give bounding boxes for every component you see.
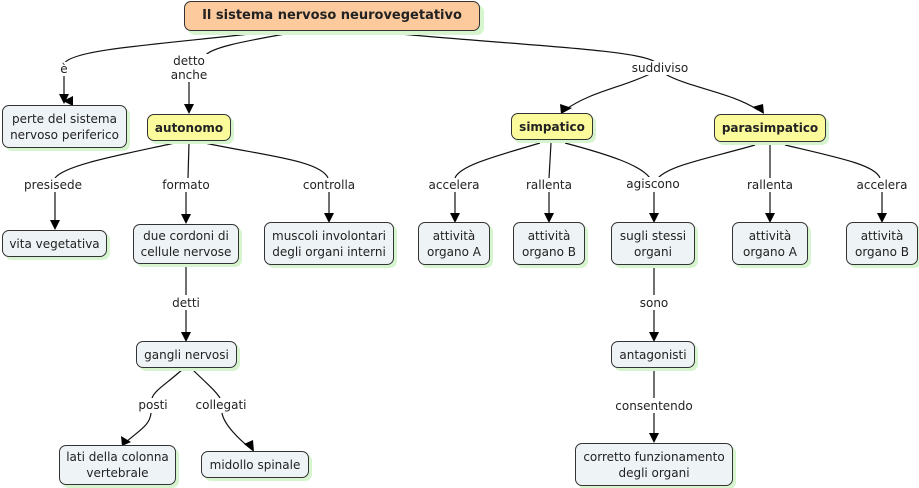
link-line-detto <box>204 33 286 57</box>
link-label-accelera-simpatico: accelera <box>427 178 481 192</box>
arrowheads <box>50 94 887 452</box>
concept-midollo[interactable]: midollo spinale <box>201 451 309 478</box>
arrowhead <box>544 213 554 223</box>
concept-text: gangli nervosi <box>144 347 229 362</box>
arrowhead <box>121 436 131 446</box>
concept-text: corretto funzionamento degli organi <box>583 449 725 480</box>
concept-gangli[interactable]: gangli nervosi <box>136 341 237 368</box>
arrowhead <box>181 214 191 224</box>
concept-text: perte del sistema nervoso periferico <box>10 111 119 142</box>
concept-lati-colonna[interactable]: lati della colonna vertebrale <box>59 445 176 485</box>
concept-text: attività organo A <box>426 228 481 259</box>
link-label-detti: detti <box>171 296 201 310</box>
concept-sugli-stessi-organi[interactable]: sugli stessi organi <box>611 222 695 265</box>
concept-parasimpatico-organo-b[interactable]: attività organo B <box>846 222 918 265</box>
concept-autonomo[interactable]: autonomo <box>147 114 231 141</box>
link-label-sono: sono <box>638 296 670 310</box>
link-label-agiscono: agiscono <box>625 177 681 191</box>
arrowhead <box>184 104 194 114</box>
link-label-posti: posti <box>137 398 169 412</box>
arrowhead <box>181 332 191 342</box>
arrowhead <box>560 104 572 114</box>
concept-text: attività organo B <box>854 228 910 259</box>
concept-text: muscoli involontari degli organi interni <box>272 228 386 259</box>
link-label-consentendo: consentendo <box>614 399 694 413</box>
arrowhead <box>649 332 659 342</box>
concept-vita-vegetativa[interactable]: vita vegetativa <box>2 230 107 257</box>
link-label-rallenta-parasimpatico: rallenta <box>745 178 795 192</box>
concept-muscoli[interactable]: muscoli involontari degli organi interni <box>264 222 394 265</box>
concept-simpatico[interactable]: simpatico <box>511 113 593 140</box>
arrowhead <box>324 213 334 223</box>
arrowhead <box>649 213 659 223</box>
arrowhead <box>765 213 775 223</box>
arrow-parasimpatico <box>664 73 759 111</box>
concept-simpatico-organo-b[interactable]: attività organo B <box>513 222 585 265</box>
arrowhead <box>450 213 460 223</box>
concept-text: lati della colonna vertebrale <box>66 450 169 480</box>
link-label-presisede: presisede <box>23 178 83 192</box>
link-label-controlla: controlla <box>301 178 357 192</box>
concept-root-text: Il sistema nervoso neurovegetativo <box>202 8 462 23</box>
link-label-rallenta-simpatico: rallenta <box>524 178 574 192</box>
arrowhead <box>649 433 659 443</box>
link-label-detto-anche: detto anche <box>169 54 209 82</box>
arrowhead <box>244 440 254 452</box>
link-label-formato: formato <box>161 178 211 192</box>
concept-antagonisti[interactable]: antagonisti <box>611 341 695 368</box>
arrowhead <box>877 213 887 223</box>
concept-text: due cordoni di cellule nervose <box>140 229 232 259</box>
concept-text: attività organo A <box>742 228 797 259</box>
concept-parasimpatico[interactable]: parasimpatico <box>714 114 826 142</box>
concept-text: autonomo <box>154 120 224 135</box>
arrowhead <box>752 104 764 114</box>
arrow-simpatico <box>564 73 651 111</box>
concept-text: vita vegetativa <box>9 236 100 251</box>
link-label-accelera-parasimpatico: accelera <box>855 178 909 192</box>
concept-root[interactable]: Il sistema nervoso neurovegetativo <box>184 1 480 31</box>
concept-text: simpatico <box>519 119 585 134</box>
concept-text: parasimpatico <box>721 121 819 135</box>
arrowhead <box>59 94 69 104</box>
concept-text: antagonisti <box>619 347 687 362</box>
concept-simpatico-organo-a[interactable]: attività organo A <box>418 222 490 265</box>
concept-corretto-funzionamento[interactable]: corretto funzionamento degli organi <box>575 443 733 486</box>
concept-text: midollo spinale <box>209 457 301 472</box>
link-label-suddiviso: suddiviso <box>630 61 690 75</box>
arrowhead <box>50 220 60 230</box>
link-line-e <box>63 33 251 65</box>
link-label-collegati: collegati <box>194 398 248 412</box>
concept-parasimpatico-organo-a[interactable]: attività organo A <box>732 222 808 265</box>
concept-due-cordoni[interactable]: due cordoni di cellule nervose <box>133 224 239 264</box>
link-label-e: è <box>59 62 69 76</box>
concept-text: sugli stessi organi <box>619 228 687 259</box>
link-line-suddiviso <box>399 33 656 63</box>
concept-periferico[interactable]: perte del sistema nervoso periferico <box>2 105 127 148</box>
concept-text: attività organo B <box>521 228 577 259</box>
